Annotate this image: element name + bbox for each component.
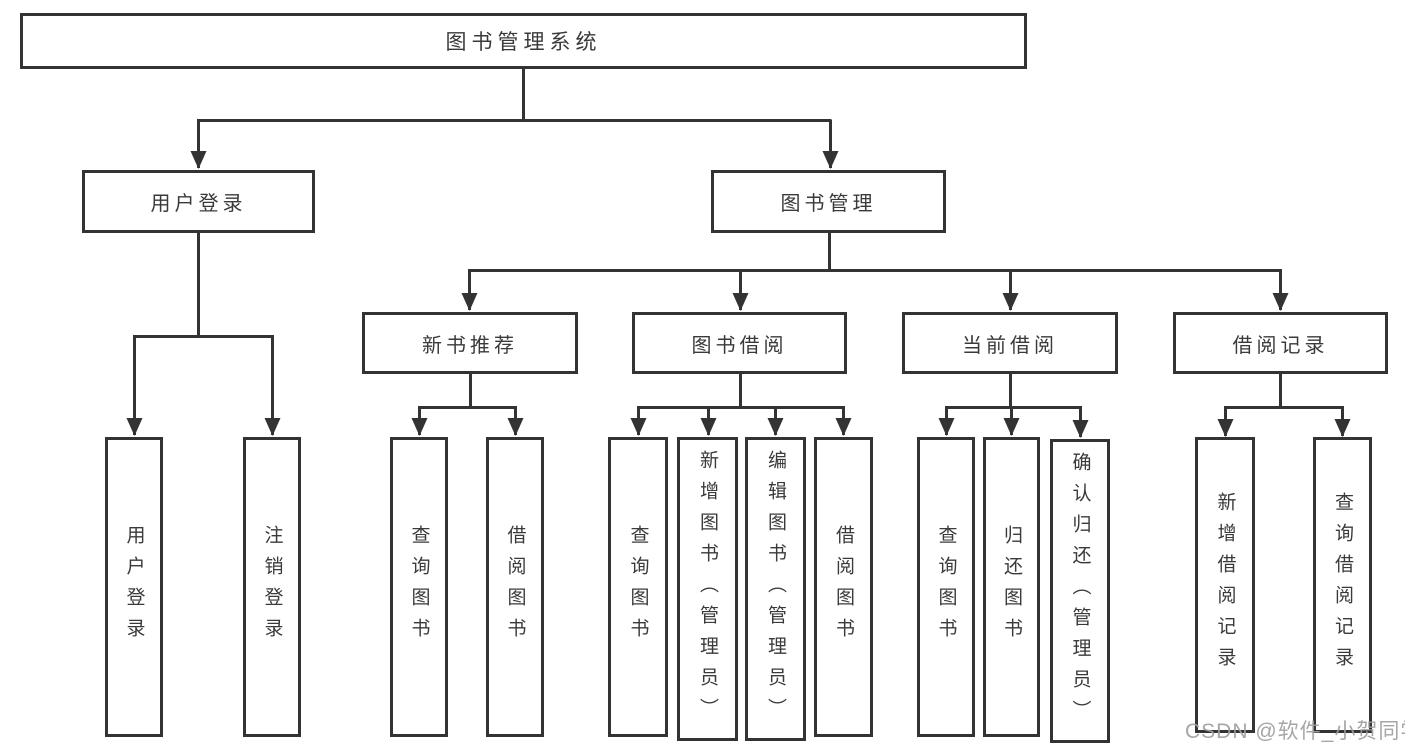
leaf-confirm-return-admin: 确认归还（管理员） xyxy=(1050,439,1110,743)
node-book-borrowing: 图书借阅 xyxy=(632,312,847,374)
leaf-logout: 注销登录 xyxy=(243,437,301,737)
node-user-login: 用户登录 xyxy=(82,170,315,233)
node-label: 图书管理 xyxy=(780,193,877,215)
leaf-return-books: 归还图书 xyxy=(983,437,1040,737)
leaf-query-books-borrowing: 查询图书 xyxy=(608,437,668,737)
node-new-book-recommendation: 新书推荐 xyxy=(362,312,578,374)
node-label: 图书管理系统 xyxy=(445,31,602,54)
node-label: 新书推荐 xyxy=(422,334,518,357)
node-label: 借阅记录 xyxy=(1232,334,1329,357)
node-borrowing-records: 借阅记录 xyxy=(1173,312,1388,374)
leaf-label: 借阅图书 xyxy=(833,525,854,649)
leaf-query-borrow-record: 查询借阅记录 xyxy=(1313,437,1372,733)
leaf-label: 查询图书 xyxy=(408,525,430,649)
leaf-edit-books-admin: 编辑图书（管理员） xyxy=(745,437,806,741)
leaf-user-login: 用户登录 xyxy=(105,437,163,737)
node-label: 用户登录 xyxy=(150,193,247,215)
node-label: 图书借阅 xyxy=(691,334,788,357)
leaf-label: 编辑图书（管理员） xyxy=(765,449,786,729)
leaf-label: 查询图书 xyxy=(935,525,957,649)
leaf-label: 新增图书（管理员） xyxy=(697,449,718,729)
leaf-borrow-books-recommend: 借阅图书 xyxy=(486,437,544,737)
node-current-borrowing: 当前借阅 xyxy=(902,312,1118,374)
leaf-label: 用户登录 xyxy=(123,525,145,649)
node-library-management-system: 图书管理系统 xyxy=(20,13,1027,69)
node-book-management: 图书管理 xyxy=(711,170,946,233)
leaf-borrow-books: 借阅图书 xyxy=(814,437,873,737)
leaf-label: 借阅图书 xyxy=(504,525,526,649)
leaf-add-borrow-record: 新增借阅记录 xyxy=(1195,437,1255,733)
watermark-text: CSDN @软件_小贺同学 xyxy=(1185,720,1405,743)
leaf-label: 确认归还（管理员） xyxy=(1069,451,1091,731)
leaf-label: 新增借阅记录 xyxy=(1214,492,1236,678)
leaf-label: 查询借阅记录 xyxy=(1332,492,1353,678)
leaf-label: 归还图书 xyxy=(1001,525,1022,649)
leaf-label: 查询图书 xyxy=(627,525,649,649)
leaf-query-books-recommend: 查询图书 xyxy=(390,437,448,737)
leaf-query-books-current: 查询图书 xyxy=(917,437,975,737)
node-label: 当前借阅 xyxy=(962,334,1058,357)
leaf-label: 注销登录 xyxy=(261,525,283,649)
leaf-add-books-admin: 新增图书（管理员） xyxy=(677,437,738,741)
